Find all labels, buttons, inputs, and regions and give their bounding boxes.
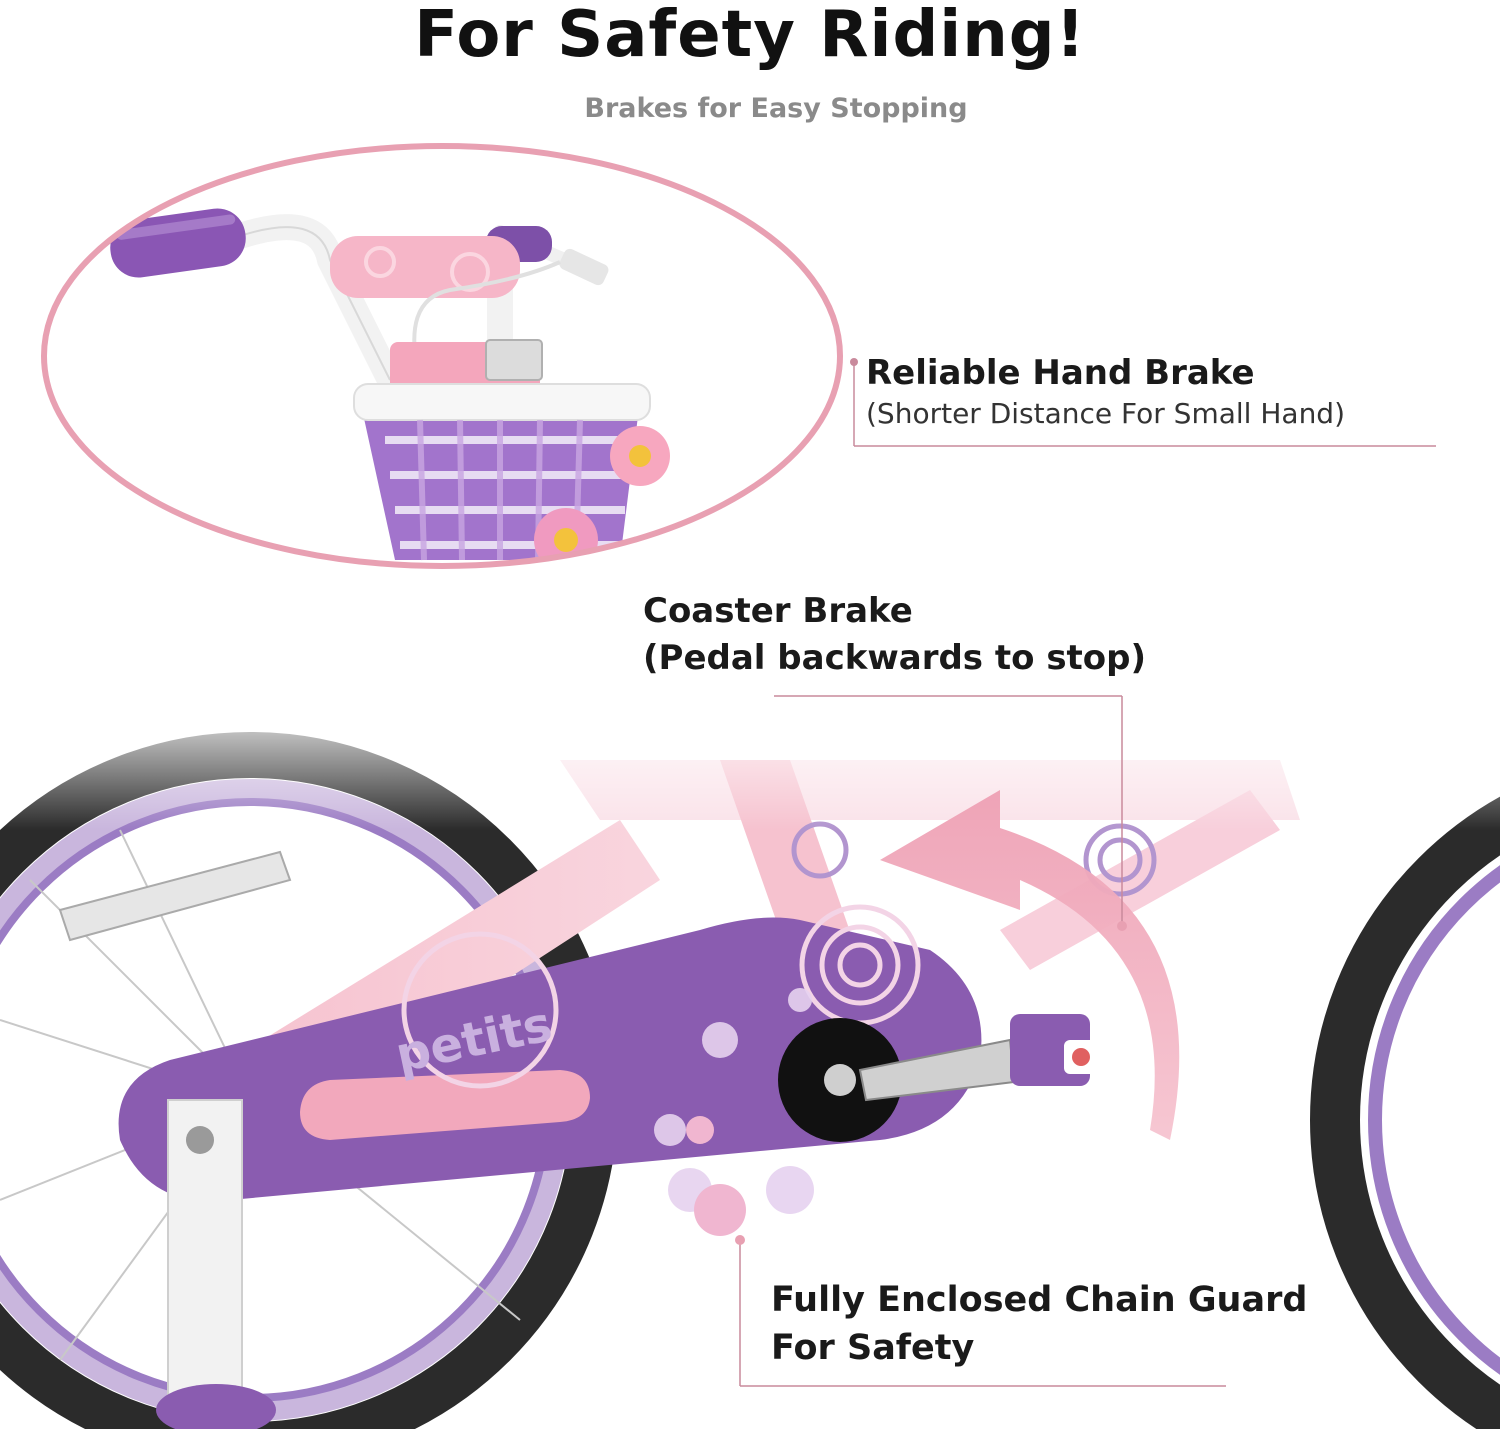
chain-guard: petits xyxy=(118,904,982,1236)
chain-guard-subtitle: For Safety xyxy=(771,1328,975,1368)
hand-brake-title: Reliable Hand Brake xyxy=(866,353,1255,393)
callout-line-chain-guard xyxy=(739,1240,1226,1387)
training-wheel-bracket xyxy=(156,1099,276,1429)
pedal xyxy=(858,1014,1098,1102)
grip-left xyxy=(110,208,246,278)
callout-dot-coaster-brake xyxy=(1117,921,1127,931)
callout-line-hand-brake xyxy=(853,362,1436,447)
coaster-brake-subtitle: (Pedal backwards to stop) xyxy=(643,638,1147,678)
callout-dot-chain-guard xyxy=(735,1235,745,1245)
page-subtitle: Brakes for Easy Stopping xyxy=(584,93,968,124)
chain-guard-title: Fully Enclosed Chain Guard xyxy=(771,1280,1308,1320)
callout-dot-hand-brake xyxy=(850,358,858,366)
hand-brake-subtitle: (Shorter Distance For Small Hand) xyxy=(866,397,1346,430)
bike-chain-guard-photo: petits xyxy=(0,690,1500,1429)
callout-line-coaster-brake xyxy=(774,695,1123,926)
basket xyxy=(353,383,670,566)
coaster-brake-title: Coaster Brake xyxy=(643,591,913,631)
front-wheel xyxy=(1310,796,1500,1429)
pedal-backwards-arrow-icon xyxy=(880,790,1180,1140)
handlebar-inset xyxy=(41,143,843,569)
page-title: For Safety Riding! xyxy=(414,0,1086,72)
